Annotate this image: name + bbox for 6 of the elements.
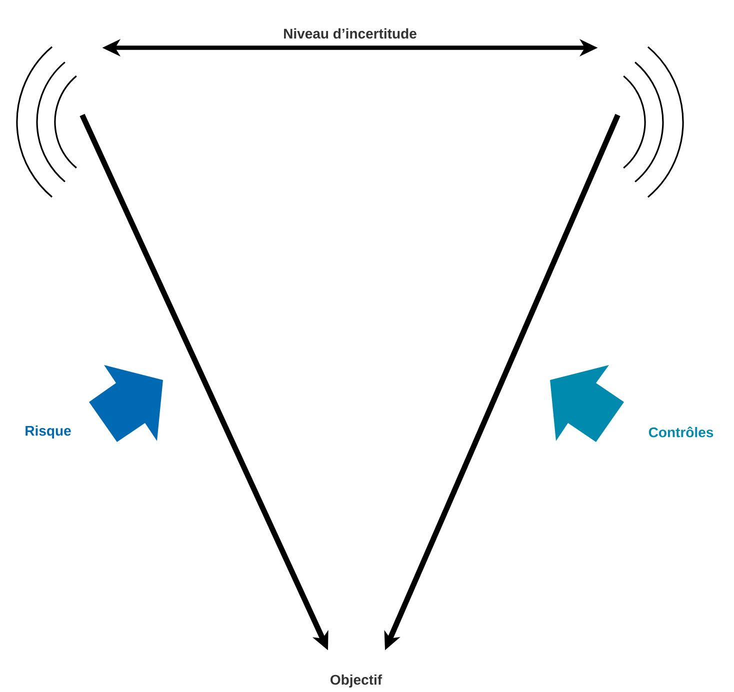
signal-waves-drawing bbox=[623, 46, 684, 198]
signal-waves-drawing bbox=[16, 46, 77, 198]
node-label: Objectif bbox=[330, 674, 382, 688]
edge-label: Niveau d’incertitude bbox=[282, 27, 418, 40]
label: Contrôles bbox=[648, 426, 714, 438]
label: Risque bbox=[26, 425, 71, 438]
